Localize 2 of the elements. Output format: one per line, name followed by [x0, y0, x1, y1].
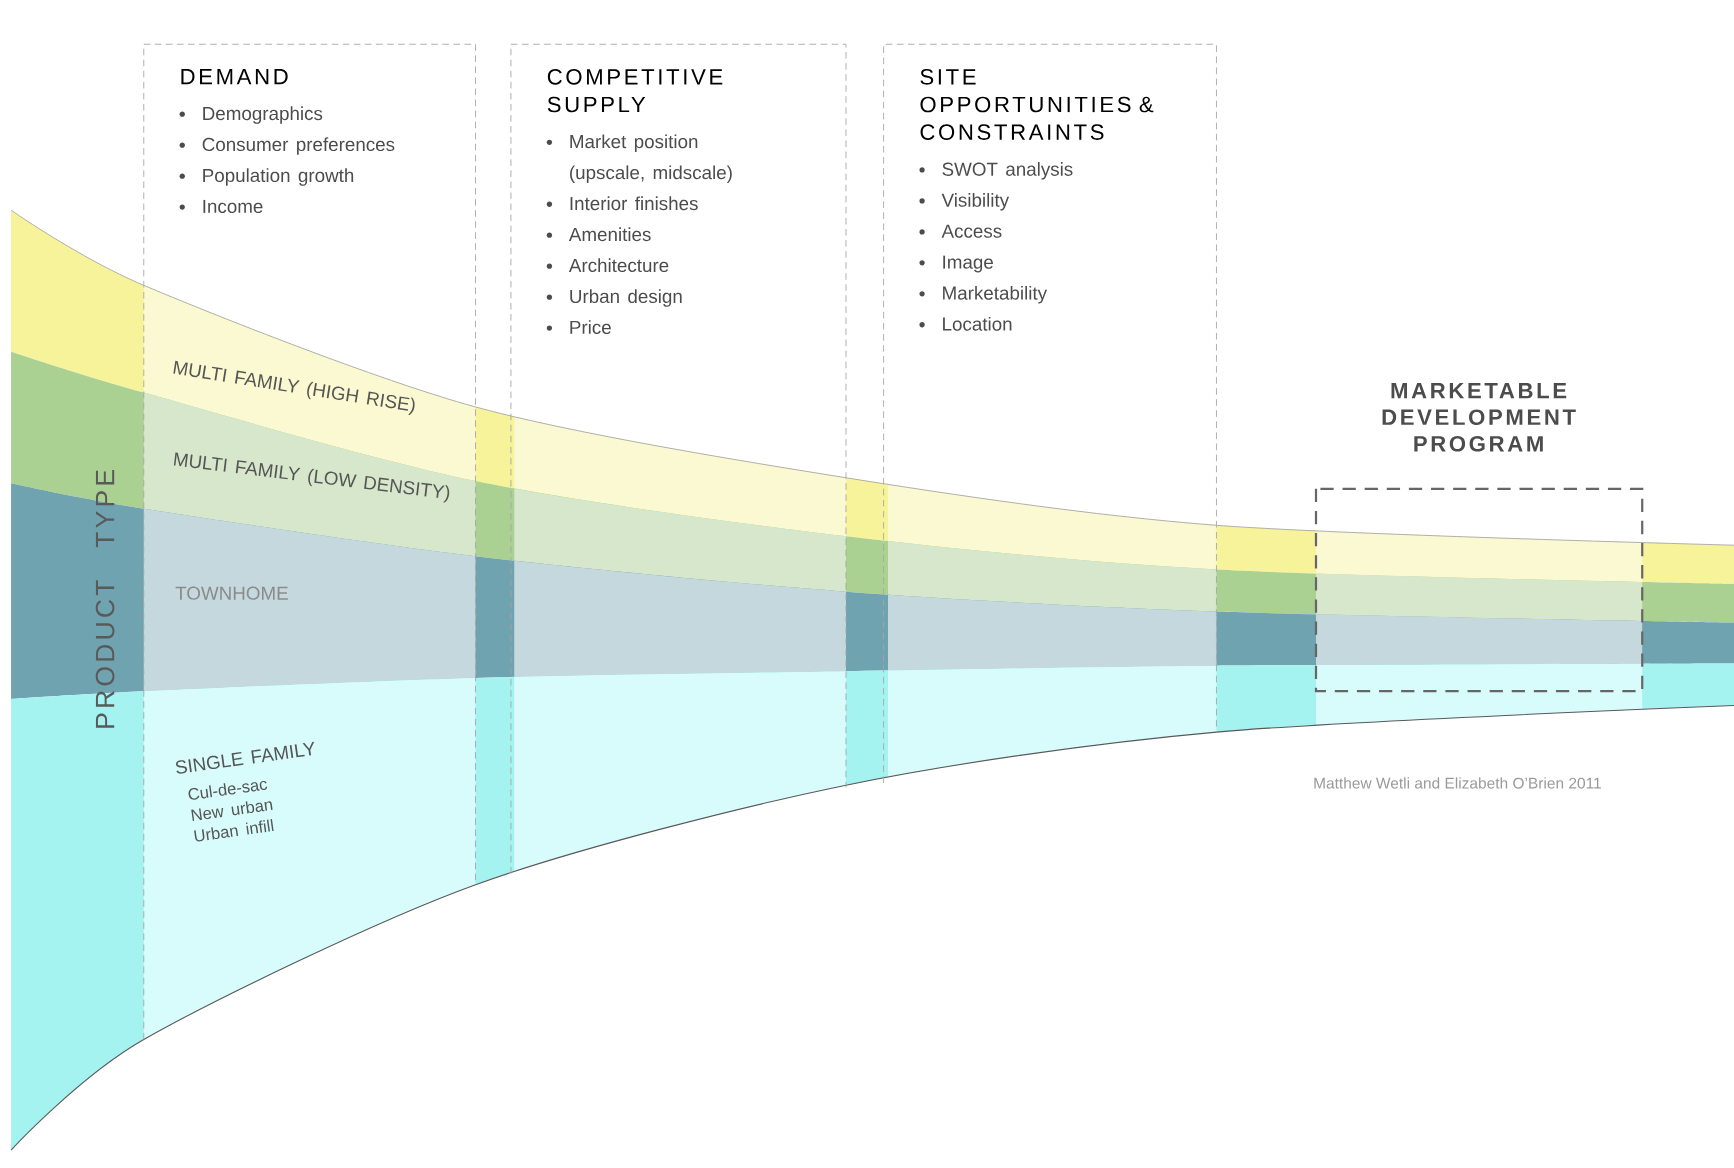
credit-line: Matthew Wetli and Elizabeth O’Brien 2011	[1314, 777, 1601, 789]
node-label: MARKETABLE DEVELOPMENT PROGRAM	[1382, 383, 1576, 452]
